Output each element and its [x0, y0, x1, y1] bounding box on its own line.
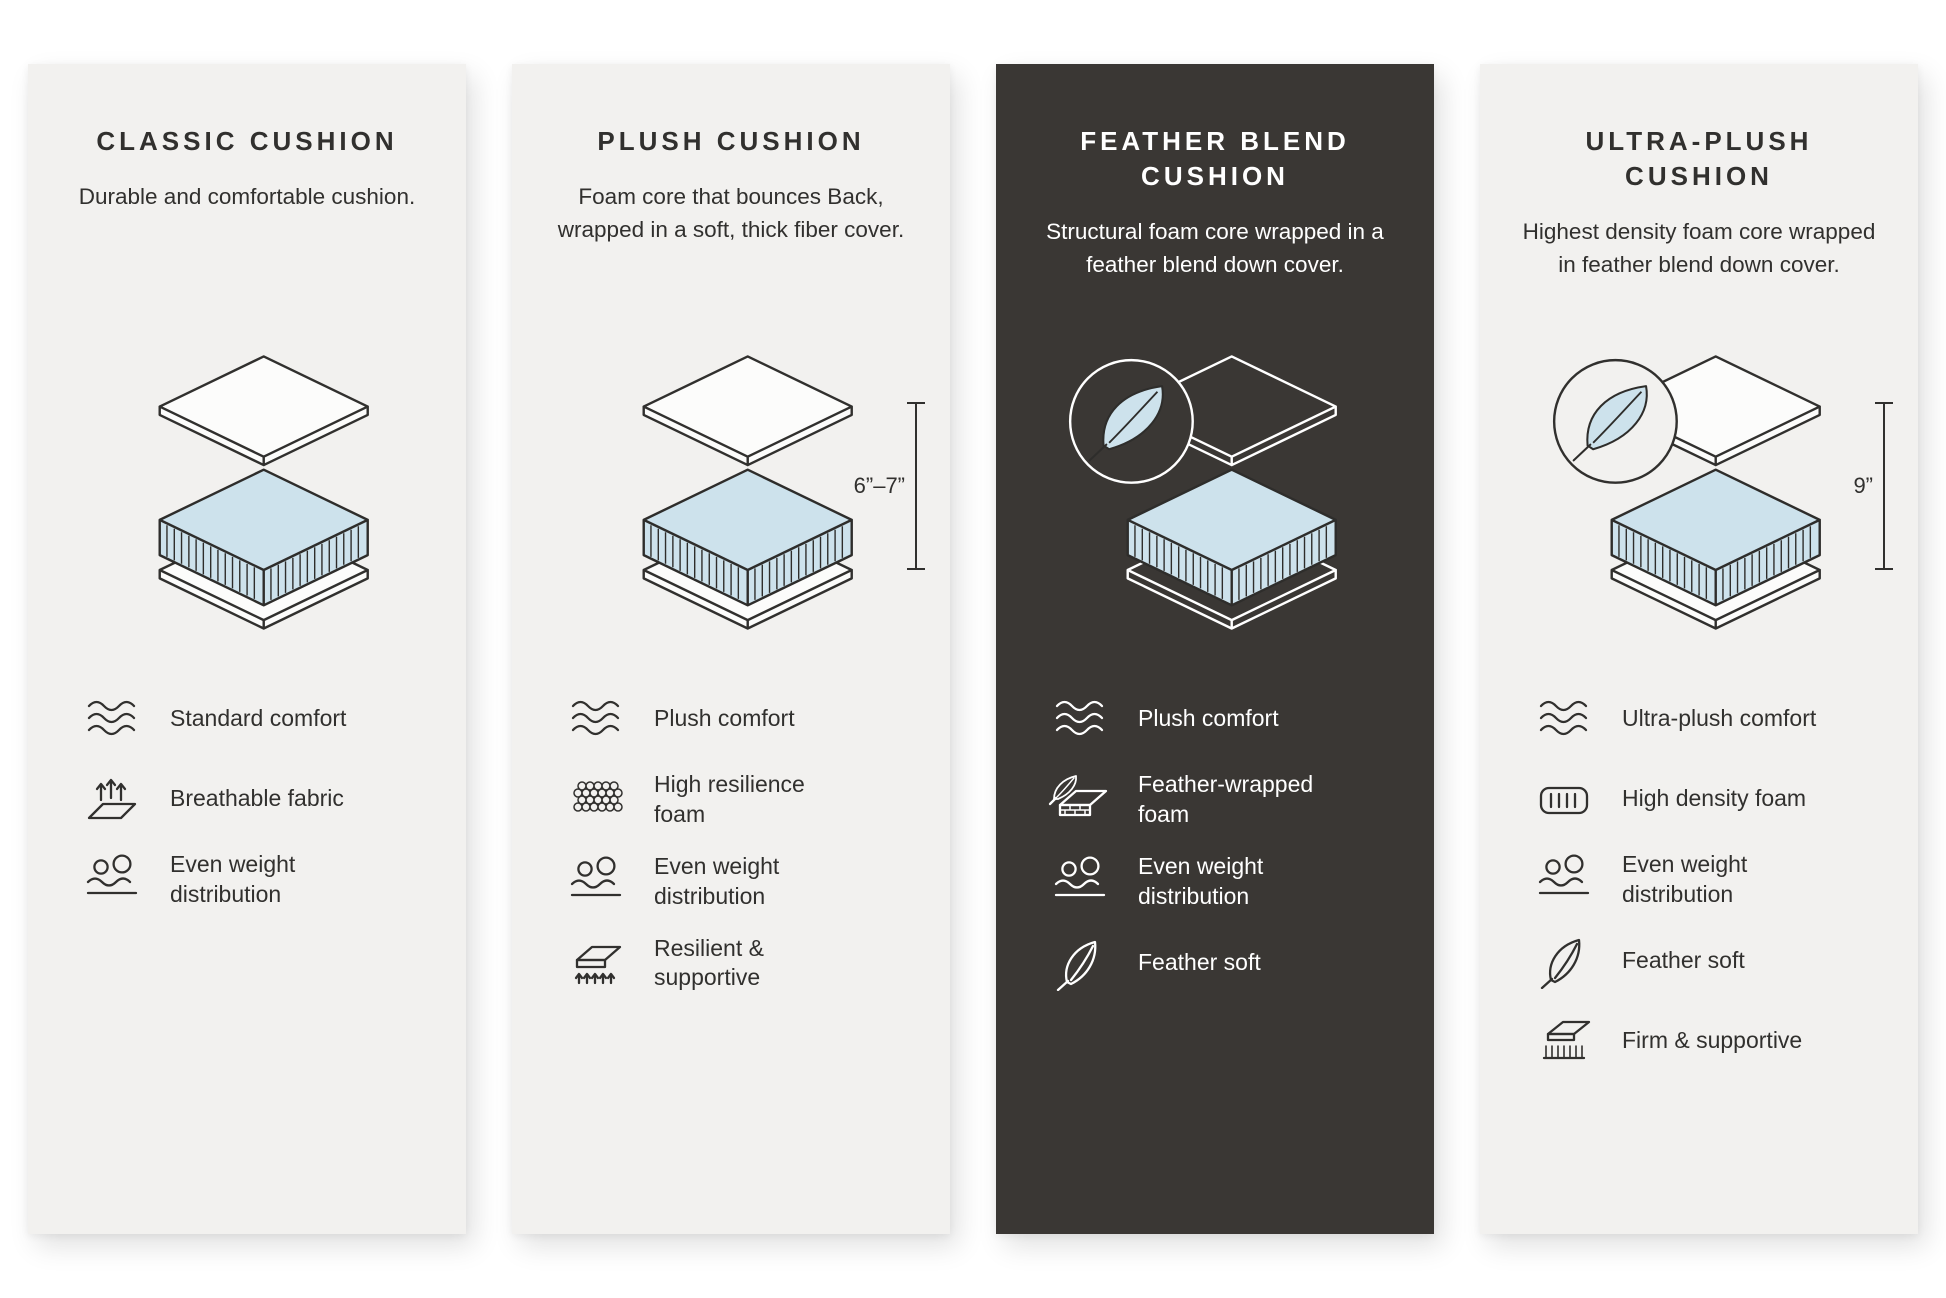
feature-label: High resilience foam: [654, 771, 805, 827]
feature-item: Even weight distribution: [1532, 850, 1884, 910]
measurement-value: 9”: [1853, 473, 1873, 498]
feature-label: Even weight distribution: [654, 852, 780, 909]
feature-label: Firm & supportive: [1622, 1026, 1803, 1053]
honeycomb-icon: [564, 772, 628, 828]
layered-cushion-svg: [642, 355, 853, 630]
height-measurement: 9”: [1853, 402, 1893, 570]
card-title: CLASSIC CUSHION: [96, 126, 398, 156]
layered-cushion-svg: [158, 355, 369, 630]
feature-item: High density foam: [1532, 770, 1884, 828]
breathable-icon: [80, 771, 144, 827]
card-description: Structural foam core wrapped in a feathe…: [1046, 219, 1384, 277]
measurement-value: 6”–7”: [853, 473, 905, 498]
feature-label: Breathable fabric: [170, 785, 344, 812]
card-title: FEATHER BLEND CUSHION: [1080, 126, 1350, 192]
cushion-card-3: FEATHER BLEND CUSHION Structural foam cor…: [996, 64, 1434, 1234]
feature-label: Even weight distribution: [1622, 851, 1748, 907]
card-description: Durable and comfortable cushion.: [78, 184, 416, 210]
cushion-layers-diagram: [91, 350, 403, 650]
measurement-line: [907, 402, 925, 570]
spring-icon: [564, 935, 628, 991]
firm-icon: [1532, 1013, 1596, 1069]
feature-item: Plush comfort: [564, 690, 916, 748]
layered-cushion-svg: [1068, 355, 1337, 630]
feature-label: Feather-wrapped foam: [1138, 771, 1314, 827]
feather-icon: [1048, 935, 1112, 991]
card-header: ULTRA-PLUSH CUSHION Highest density foam …: [1514, 124, 1884, 336]
cushion-layers-diagram: 6”–7”: [575, 350, 925, 650]
feature-item: Resilient & supportive: [564, 934, 916, 994]
card-title: PLUSH CUSHION: [597, 126, 865, 156]
card-header: FEATHER BLEND CUSHION Structural foam cor…: [1030, 124, 1400, 336]
feature-item: Firm & supportive: [1532, 1012, 1884, 1070]
weight-icon: [1532, 852, 1596, 908]
cushion-card-2: PLUSH CUSHION Foam core that bounces Back…: [512, 64, 950, 1234]
weight-icon: [1048, 854, 1112, 910]
feature-label: Plush comfort: [654, 705, 795, 732]
feature-label: Even weight distribution: [170, 851, 296, 907]
waves-icon: [564, 691, 628, 747]
feature-label: Even weight distribution: [1138, 852, 1264, 909]
card-description: Foam core that bounces Back, wrapped in …: [557, 184, 905, 242]
feature-item: Even weight distribution: [80, 850, 432, 910]
feature-item: Feather soft: [1532, 932, 1884, 990]
feature-item: Feather-wrapped foam: [1048, 770, 1400, 830]
feature-label: Feather soft: [1138, 948, 1261, 975]
feature-label: High density foam: [1622, 785, 1807, 812]
weight-icon: [564, 854, 628, 910]
feature-item: Breathable fabric: [80, 770, 432, 828]
measurement-line: [1875, 402, 1893, 570]
feature-item: Feather soft: [1048, 934, 1400, 992]
card-header: CLASSIC CUSHION Durable and comfortable c…: [62, 124, 432, 336]
weight-icon: [80, 852, 144, 908]
feature-label: Plush comfort: [1138, 705, 1279, 732]
card-title: ULTRA-PLUSH CUSHION: [1585, 126, 1813, 192]
feather-icon: [1532, 933, 1596, 989]
feature-label: Feather soft: [1622, 946, 1745, 973]
cushion-card-4: ULTRA-PLUSH CUSHION Highest density foam …: [1480, 64, 1918, 1234]
feature-item: High resilience foam: [564, 770, 916, 830]
feature-item: Ultra-plush comfort: [1532, 690, 1884, 748]
density-foam-icon: [1532, 771, 1596, 827]
feature-item: Even weight distribution: [1048, 852, 1400, 912]
feature-label: Standard comfort: [170, 705, 347, 732]
cushion-layers-diagram: [1059, 350, 1371, 650]
feature-item: Plush comfort: [1048, 690, 1400, 748]
card-description: Highest density foam core wrapped in fea…: [1522, 219, 1876, 277]
card-header: PLUSH CUSHION Foam core that bounces Back…: [546, 124, 916, 336]
cushion-card-1: CLASSIC CUSHION Durable and comfortable c…: [28, 64, 466, 1234]
waves-icon: [1048, 691, 1112, 747]
feather-foam-icon: [1048, 772, 1112, 828]
feature-item: Standard comfort: [80, 690, 432, 748]
feature-label: Ultra-plush comfort: [1622, 705, 1817, 732]
feature-label: Resilient & supportive: [654, 934, 764, 991]
cushion-layers-diagram: 9”: [1543, 350, 1893, 650]
layered-cushion-svg: [1552, 355, 1821, 630]
waves-icon: [80, 691, 144, 747]
height-measurement: 6”–7”: [853, 402, 925, 570]
waves-icon: [1532, 691, 1596, 747]
feature-item: Even weight distribution: [564, 852, 916, 912]
